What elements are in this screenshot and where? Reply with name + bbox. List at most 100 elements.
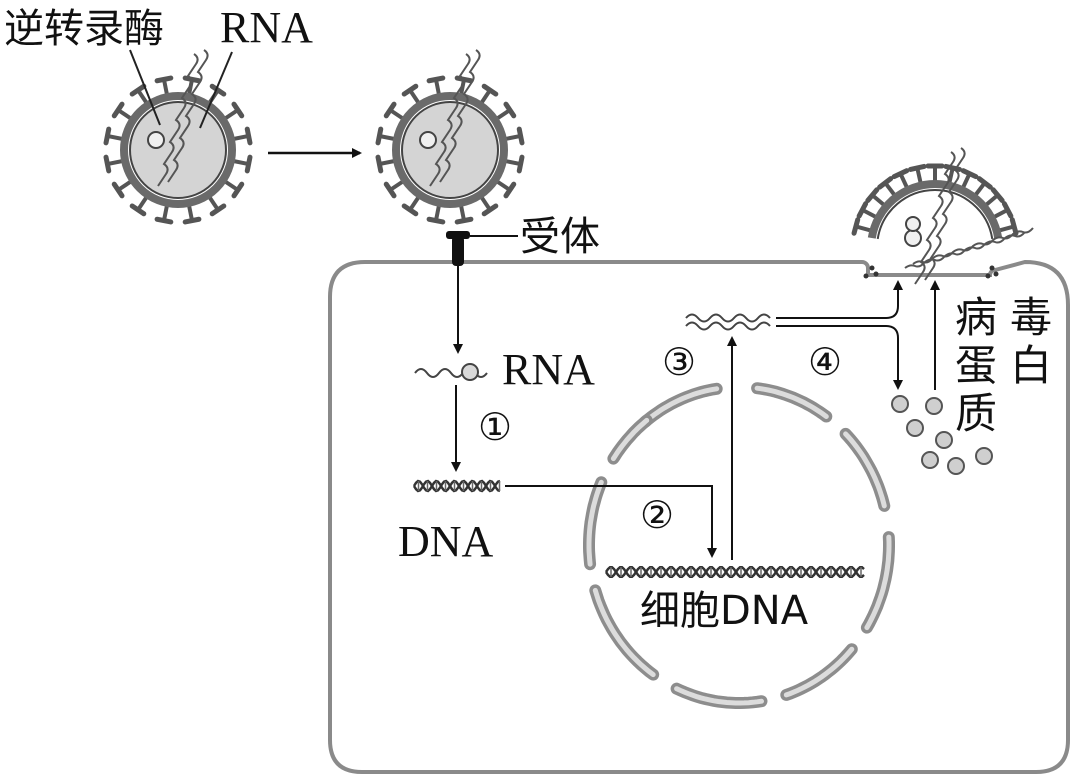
spike-cap [907, 163, 927, 172]
viral-protein-label-col2: 病 蛋 [955, 293, 1010, 390]
new-rna-strand-2 [685, 321, 771, 331]
enzyme-particle [419, 131, 437, 149]
spike-cap [516, 154, 525, 174]
free-virus-particle [103, 49, 253, 225]
spike-cap [990, 187, 1005, 203]
spike-cap [960, 168, 979, 180]
spike-cap [231, 101, 245, 119]
viral-protein-particles [891, 395, 993, 475]
budding-dot [873, 271, 879, 277]
step-4-marker: ④ [808, 340, 842, 384]
spike-cap [401, 203, 419, 217]
viral-envelope [867, 180, 1003, 239]
rna-strand [439, 49, 481, 183]
helix-strand [412, 479, 501, 493]
spike-cap [943, 163, 963, 172]
spike-cap [154, 216, 174, 225]
new-rna-strand-1 [685, 313, 771, 323]
spike-cap [182, 216, 202, 225]
nuclear-envelope-highlight [642, 386, 720, 425]
step-3-marker: ③ [662, 340, 696, 384]
nucleus-envelope [583, 382, 895, 709]
nuclear-envelope-highlight [592, 587, 656, 678]
enzyme-particle [147, 131, 165, 149]
spike-cap [383, 181, 397, 199]
nuclear-envelope-highlight [586, 479, 604, 567]
spike-cap [129, 203, 147, 217]
budding-dot [993, 271, 999, 277]
nuclear-envelope-highlight [783, 646, 855, 698]
spike-cap [103, 126, 112, 146]
spike-cap [454, 216, 474, 225]
rna-strand [924, 147, 966, 281]
viral-envelope [392, 92, 508, 208]
dna-label: DNA [398, 517, 494, 566]
viral-capsid-edge [876, 189, 994, 240]
spike-cap [426, 75, 446, 84]
enzyme-particle [904, 229, 922, 247]
viral-protein-label-col3: 质 [955, 389, 997, 438]
spike-cap [129, 83, 147, 97]
rna-to-virion-arrow [776, 280, 903, 319]
attaching-virus-particle [375, 49, 525, 225]
spike-cap [851, 217, 861, 236]
nuclear-envelope-highlight [864, 534, 892, 631]
viral-rna-label: RNA [220, 3, 313, 52]
receptor-label: 受体 [520, 214, 600, 260]
spike-cap [375, 154, 384, 174]
spike-cap [1001, 201, 1014, 219]
spike-cap [244, 126, 253, 146]
rna-strand [429, 53, 471, 187]
integration-arrow [505, 485, 717, 558]
spike-cap [891, 168, 910, 180]
spike-cap [481, 203, 499, 217]
cell-dna-helix [604, 565, 865, 579]
rna-strand [157, 53, 199, 187]
spike-cap [877, 176, 894, 190]
spike-cap [976, 176, 993, 190]
rna-strand [912, 227, 1034, 265]
spike-cap [503, 181, 517, 199]
nuclear-envelope-segment [638, 382, 723, 429]
step-1-marker: ① [478, 405, 512, 449]
spike-cap [244, 154, 253, 174]
spike-cap [111, 181, 125, 199]
spike-cap [111, 101, 125, 119]
budding-dot [869, 265, 875, 271]
viral-dna-helix [412, 479, 501, 493]
spike-cap [865, 187, 880, 203]
reverse-transcriptase-enzyme [461, 363, 479, 381]
nuclear-envelope-highlight [843, 431, 887, 509]
budding-dot [985, 273, 991, 279]
viral-capsid [401, 101, 499, 199]
spike-cap [401, 83, 419, 97]
nuclear-envelope-segment [839, 427, 891, 512]
reverse-transcriptase-label: 逆转录酶 [4, 6, 164, 52]
budding-virus-particle [851, 147, 1034, 285]
viral-rna-pointer [199, 51, 233, 129]
spike-cap [103, 154, 112, 174]
reverse-transcriptase-pointer [129, 49, 161, 126]
spike-cap [375, 126, 384, 146]
nuclear-envelope-highlight [674, 686, 764, 706]
spike-cap [1009, 217, 1019, 236]
viral-protein-label-col1: 毒 白 [1010, 293, 1065, 390]
step-2-marker: ② [640, 493, 674, 537]
nuclear-envelope-highlight [754, 385, 829, 419]
budding-dot [989, 265, 995, 271]
spike-cap [426, 216, 446, 225]
spike-cap [516, 126, 525, 146]
budding-dot [863, 273, 869, 279]
spike-cap [856, 201, 869, 219]
enzyme-particle [905, 216, 921, 232]
receptor [446, 231, 470, 266]
translation-arrow [776, 325, 903, 390]
nuclear-envelope-segment [780, 643, 858, 701]
rna-label: RNA [502, 345, 595, 394]
spike-cap [209, 83, 227, 97]
spike-cap [383, 101, 397, 119]
spike-cap [231, 181, 245, 199]
spike-cap [481, 83, 499, 97]
